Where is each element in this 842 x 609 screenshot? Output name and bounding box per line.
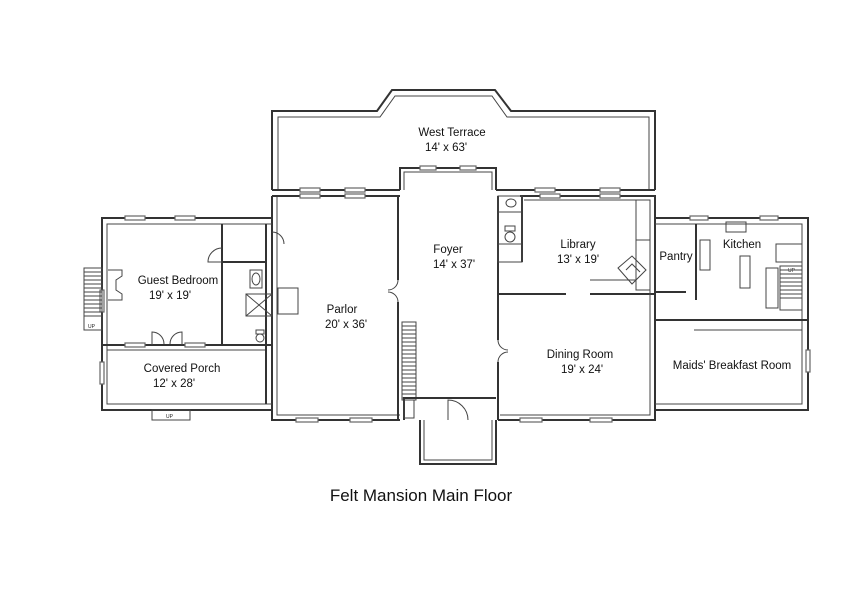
porch-step-label: UP	[166, 414, 174, 420]
foyer-dim: 14' x 37'	[433, 259, 475, 271]
west-stair: UP	[83, 267, 103, 331]
west-terrace-dim: 14' x 63'	[425, 142, 467, 154]
guest-fireplace	[108, 269, 123, 301]
library-dim: 13' x 19'	[557, 254, 599, 266]
parlor-name: Parlor	[327, 304, 358, 316]
kitchen-name: Kitchen	[723, 239, 761, 251]
dining-room-dim: 19' x 24'	[561, 364, 603, 376]
west-terrace-windows	[299, 187, 621, 193]
parlor-dim: 20' x 36'	[325, 319, 367, 331]
east-wing-walls	[655, 217, 809, 411]
maids-breakfast-room-name: Maids' Breakfast Room	[673, 360, 792, 372]
kitchen-stair-label: UP	[788, 268, 796, 274]
east-wing-windows	[689, 215, 811, 373]
entry-portico	[403, 397, 497, 465]
foyer-name: Foyer	[433, 244, 463, 256]
porch-doors	[151, 331, 183, 345]
guest-bedroom-name: Guest Bedroom	[138, 275, 219, 287]
foyer-stairs	[401, 321, 417, 401]
pantry-name: Pantry	[659, 251, 692, 263]
half-bath	[497, 195, 523, 263]
library-name: Library	[560, 239, 595, 251]
kitchen-fixtures: UP	[699, 221, 803, 311]
foyer-doors	[387, 279, 509, 363]
west-terrace-name: West Terrace	[418, 127, 485, 139]
page-title: Felt Mansion Main Floor	[329, 486, 513, 505]
west-terrace-walls	[271, 89, 656, 191]
covered-porch-dim: 12' x 28'	[153, 378, 195, 390]
library-fireplace	[617, 239, 651, 291]
main-body-walls	[271, 167, 656, 421]
room-labels: West Terrace 14' x 63' Foyer 14' x 37' L…	[138, 127, 792, 390]
covered-porch-name: Covered Porch	[144, 363, 221, 375]
porch-step: UP	[151, 409, 191, 421]
west-stair-label: UP	[88, 324, 96, 330]
dining-room-name: Dining Room	[547, 349, 613, 361]
main-body-windows	[295, 165, 621, 423]
guest-bedroom-dim: 19' x 19'	[149, 290, 191, 302]
guest-bath-fixtures	[207, 231, 299, 343]
